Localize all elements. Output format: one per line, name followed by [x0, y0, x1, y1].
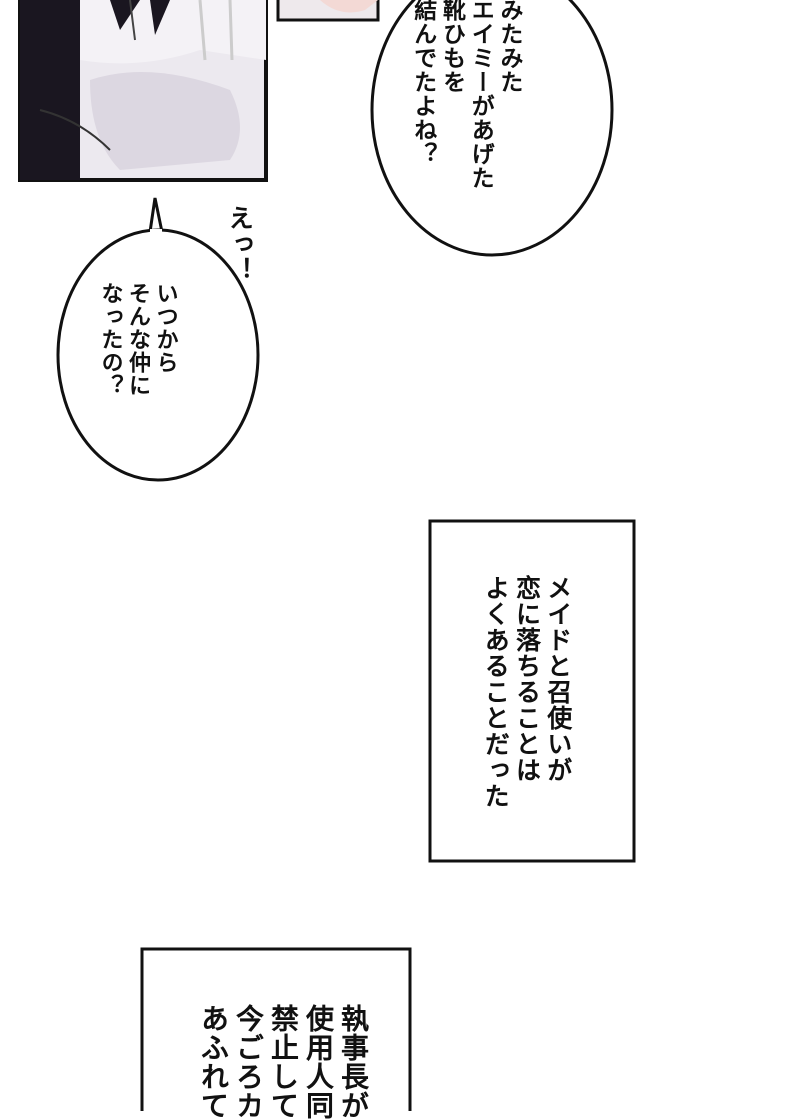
exclamation-text: えっ！ — [225, 205, 255, 283]
speech-bubble-top-right — [370, 0, 614, 257]
illustration-panel-top-center — [276, 0, 380, 22]
speech-bubble-left — [56, 197, 260, 482]
narration-box-1 — [428, 519, 636, 863]
narration-box-2 — [140, 947, 412, 1111]
illustration-panel-top-left — [18, 0, 268, 182]
speech-text-top-right: みたみた エイミーがあげた 靴ひもを 結んでたよね？ — [409, 0, 522, 190]
narration-text-1: メイドと召使いが 恋に落ちることは よくあることだった — [481, 575, 573, 809]
narration-text-2: 執事長が 使用人同 禁止して 今ごろカ あふれて — [197, 1004, 370, 1120]
speech-text-left: いつから そんな仲に なったの？ — [97, 282, 178, 397]
